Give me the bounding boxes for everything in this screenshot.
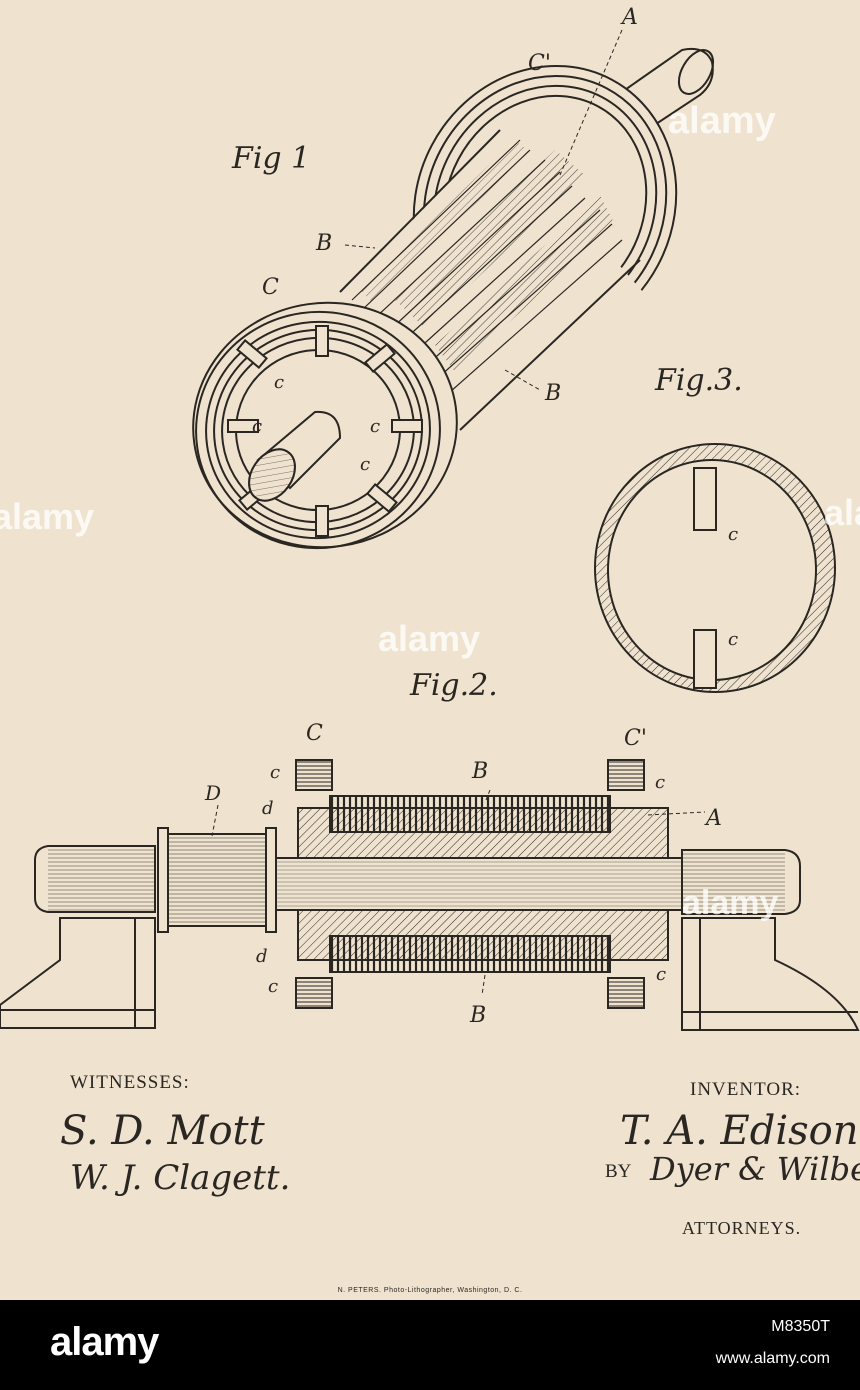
- fig3-ring: [595, 444, 835, 692]
- label-A-fig1: A: [620, 5, 638, 30]
- label-C-fig2: C: [306, 721, 323, 746]
- left-pedestal: [0, 846, 155, 1028]
- footer-url: www.alamy.com: [716, 1350, 830, 1368]
- watermark-logo-2: alamy: [378, 618, 480, 660]
- witness-signature-1: S. D. Mott: [60, 1108, 265, 1154]
- label-c-fig2-tr: c: [655, 772, 665, 793]
- label-Cprime-fig1: C': [528, 51, 551, 76]
- label-d-fig2-top: d: [262, 798, 274, 819]
- inventor-heading: INVENTOR:: [690, 1079, 801, 1101]
- footer-logo: alamy: [50, 1320, 158, 1365]
- label-c-fig2-bl: c: [268, 976, 278, 997]
- label-c-fig3-upper: c: [728, 524, 738, 545]
- label-B-fig1-lower: B: [544, 381, 561, 406]
- label-c-fig1-d: c: [360, 454, 370, 475]
- fig2-title: Fig.2.: [409, 668, 498, 703]
- witness-signature-2: W. J. Clagett.: [70, 1158, 290, 1198]
- label-A-fig2: A: [704, 806, 722, 831]
- fig1-title: Fig 1: [231, 141, 310, 176]
- witnesses-heading: WITNESSES:: [70, 1072, 190, 1094]
- right-pedestal: [682, 850, 858, 1030]
- stock-footer-bar: alamy M8350T www.alamy.com: [0, 1300, 860, 1390]
- attorney-signature: Dyer & Wilber: [650, 1150, 860, 1188]
- patent-sheet: Fig 1 A C' B B C c c c c Fig.3. c c Fig.…: [0, 0, 860, 1300]
- fig3-title: Fig.3.: [654, 363, 743, 398]
- watermark-logo-5: alamy: [824, 492, 860, 534]
- label-Cprime-fig2: C': [624, 726, 647, 751]
- label-B-fig2-lower: B: [469, 1003, 486, 1028]
- label-c-fig1-c: c: [370, 416, 380, 437]
- label-c-fig1-b: c: [252, 416, 262, 437]
- label-d-fig2-bottom: d: [256, 946, 268, 967]
- watermark-logo-4: alamy: [682, 884, 778, 923]
- footer-image-id: M8350T: [771, 1318, 830, 1336]
- label-c-fig2-br: c: [656, 964, 666, 985]
- inventor-signature: T. A. Edison: [620, 1108, 859, 1154]
- label-D-fig2: D: [204, 781, 221, 805]
- label-B-fig1-upper: B: [315, 231, 332, 256]
- label-c-fig2-tl: c: [270, 762, 280, 783]
- by-label: BY: [605, 1161, 631, 1183]
- label-c-fig3-lower: c: [728, 629, 738, 650]
- label-C-fig1: C: [262, 275, 279, 300]
- label-B-fig2-upper: B: [471, 759, 488, 784]
- attorneys-heading: ATTORNEYS.: [682, 1218, 801, 1239]
- printer-credit: N. PETERS. Photo-Lithographer, Washingto…: [0, 1287, 860, 1294]
- watermark-logo-1: alamy: [668, 100, 776, 143]
- watermark-logo-3: alamy: [0, 496, 94, 538]
- commutator-D: [158, 828, 276, 932]
- label-c-fig1-a: c: [274, 372, 284, 393]
